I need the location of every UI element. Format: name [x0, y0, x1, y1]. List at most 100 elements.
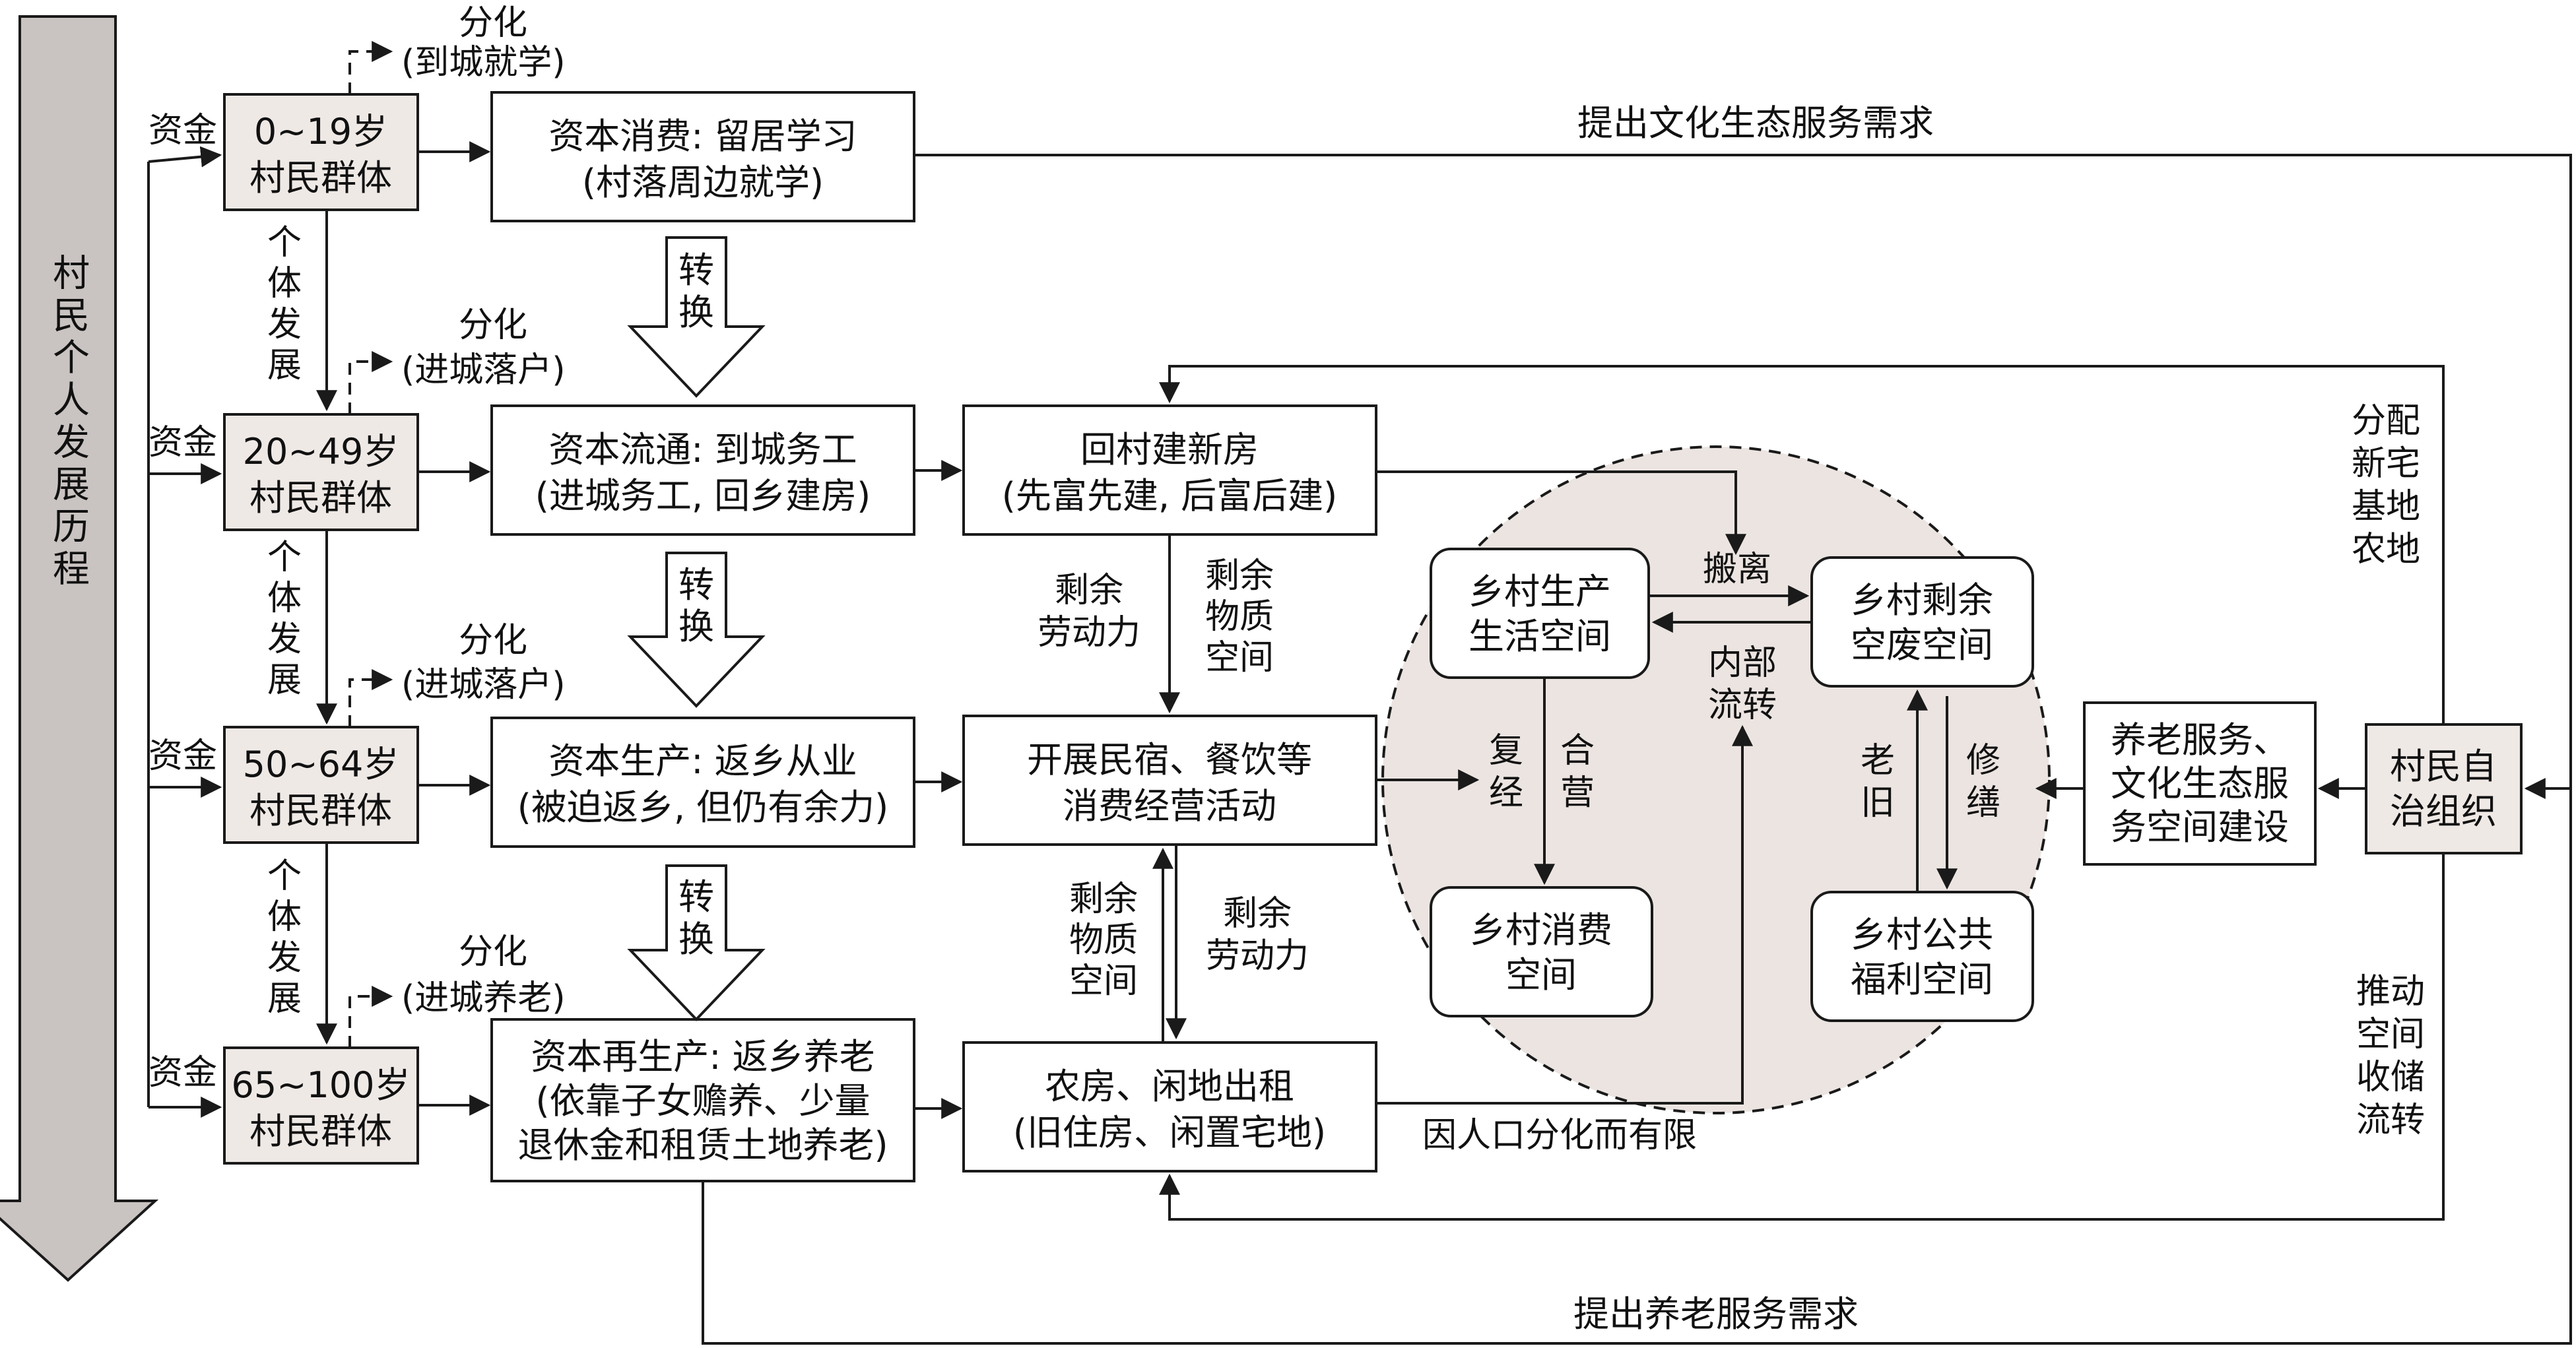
diff-2-detail: (进城落户) [401, 350, 566, 390]
village-org-line1: 村民自 [2390, 746, 2497, 787]
rent-detail: (旧住房、闲置宅地) [1013, 1112, 1326, 1153]
repair-1: 修 [1966, 741, 2000, 781]
capital-reproduction-detail-2: 退休金和租赁土地养老) [517, 1124, 888, 1166]
surplus-space-a-2: 物质 [1205, 597, 1274, 637]
age-group-0-19-range: 0~19岁 [254, 111, 387, 152]
capital-circulation-title: 资本流通: 到城务工 [548, 429, 857, 470]
convert-2a: 转 [678, 564, 714, 606]
public-space-line1: 乡村公共 [1851, 914, 1993, 955]
develop-2d: 展 [267, 660, 302, 700]
diff-4-detail: (进城养老) [401, 979, 566, 1018]
convert-1b: 换 [678, 292, 714, 333]
promote-4: 流转 [2356, 1101, 2425, 1140]
allocate-loop: 分配 新宅 基地 农地 [1159, 365, 2445, 724]
repair-2: 缮 [1966, 783, 2000, 823]
development-arrows: 个 体 发 展 个 体 发 展 个 体 发 展 [267, 210, 337, 1045]
surplus-space-b-2: 物质 [1069, 920, 1138, 960]
vacant-space-line1: 乡村剩余 [1851, 579, 1993, 621]
age-group-0-19-label: 村民群体 [249, 157, 392, 199]
new-house-box: 回村建新房 (先富先建, 后富后建) [962, 404, 1377, 536]
composite-a-2: 经 [1489, 773, 1523, 813]
service-line3: 务空间建设 [2111, 806, 2289, 848]
develop-1a: 个 [267, 223, 302, 263]
surplus-space-b-1: 剩余 [1069, 880, 1138, 919]
promote-loop: 推动 空间 收储 流转 [1159, 853, 2445, 1221]
business-detail: 消费经营活动 [1063, 785, 1276, 827]
funds-label-2: 资金 [149, 423, 217, 463]
surplus-space-a-1: 剩余 [1205, 556, 1274, 596]
group-to-capital-arrows [418, 141, 491, 1116]
develop-3b: 体 [267, 897, 302, 937]
develop-1c: 发 [267, 305, 302, 344]
promote-1: 推动 [2356, 972, 2425, 1011]
culture-demand-line: 提出文化生态服务需求 [914, 102, 2572, 799]
convert-1a: 转 [678, 249, 714, 291]
age-group-50-64-label: 村民群体 [249, 790, 392, 831]
capital-consumption-title: 资本消费: 留居学习 [548, 115, 857, 157]
village-org-line2: 治组织 [2390, 790, 2497, 832]
allocate-3: 基地 [2352, 487, 2420, 527]
consumption-space-box: 乡村消费 空间 [1430, 886, 1653, 1017]
promote-2: 空间 [2356, 1015, 2425, 1054]
public-space-box: 乡村公共 福利空间 [1810, 891, 2034, 1022]
age-group-50-64: 50~64岁 村民群体 [223, 726, 419, 844]
differentiation-branches: 分化 (到城就学) 分化 (进城落户) 分化 (进城落户) 分化 (进城养老) [348, 3, 566, 1048]
age-group-20-49: 20~49岁 村民群体 [223, 413, 419, 531]
elderly-demand-label: 提出养老服务需求 [1573, 1293, 1859, 1335]
rent-box: 农房、闲地出租 (旧住房、闲置宅地) [962, 1041, 1377, 1172]
production-space-box: 乡村生产 生活空间 [1430, 548, 1650, 679]
diff-4-title: 分化 [459, 932, 527, 972]
elderly-demand-line: 提出养老服务需求 [702, 788, 2572, 1345]
surplus-labor-b-1: 剩余 [1223, 894, 1292, 934]
funds-label-4: 资金 [149, 1053, 217, 1093]
capital-consumption-detail: (村落周边就学) [582, 162, 824, 203]
new-house-detail: (先富先建, 后富后建) [1002, 475, 1337, 517]
vacant-space-line2: 空废空间 [1851, 624, 1993, 666]
diff-3-title: 分化 [459, 621, 527, 660]
convert-2b: 换 [678, 606, 714, 647]
develop-3d: 展 [267, 979, 302, 1019]
capital-production-detail: (被迫返乡, 但仍有余力) [517, 786, 888, 828]
capital-reproduction-detail-1: (依靠子女赡养、少量 [535, 1080, 870, 1122]
culture-demand-label: 提出文化生态服务需求 [1577, 102, 1934, 144]
diff-2-title: 分化 [459, 305, 527, 345]
timeline-arrow: 村民个人发展历程 [0, 15, 159, 1282]
capital-consumption-box: 资本消费: 留居学习 (村落周边就学) [490, 91, 915, 222]
conversion-arrows: 转 换 转 换 转 换 [627, 236, 766, 1021]
diff-1-title: 分化 [459, 3, 527, 43]
convert-3a: 转 [678, 876, 714, 918]
promote-3: 收储 [2356, 1058, 2425, 1097]
composite-b-1: 合 [1560, 731, 1595, 771]
middle-vertical-arrows: 剩余 劳动力 剩余 物质 空间 剩余 物质 空间 剩余 劳动力 [1038, 534, 1309, 1043]
age-group-0-19: 0~19岁 村民群体 [223, 93, 419, 211]
develop-3c: 发 [267, 938, 302, 978]
timeline-label: 村民个人发展历程 [47, 253, 90, 591]
service-construction-box: 养老服务、 文化生态服 务空间建设 [2083, 701, 2317, 866]
surplus-space-b-3: 空间 [1069, 961, 1138, 1001]
internal-flow-1: 内部 [1708, 643, 1777, 683]
capital-to-middle-arrows [914, 460, 963, 1119]
diff-3-detail: (进城落户) [401, 665, 566, 705]
composite-a-1: 复 [1489, 731, 1523, 771]
funds-label-1: 资金 [149, 111, 217, 150]
aging-1: 老 [1861, 741, 1895, 781]
develop-2a: 个 [267, 538, 302, 577]
surplus-labor-a-1: 剩余 [1055, 571, 1123, 610]
village-org-box: 村民自 治组织 [2365, 723, 2523, 854]
service-line2: 文化生态服 [2111, 763, 2289, 804]
circle-internal-arrows: 搬离 内部 流转 复 经 合 营 老 旧 修 缮 [1489, 550, 2000, 892]
capital-production-box: 资本生产: 返乡从业 (被迫返乡, 但仍有余力) [490, 717, 915, 848]
public-space-line2: 福利空间 [1851, 959, 1993, 1000]
surplus-space-a-3: 空间 [1205, 638, 1274, 678]
limited-label: 因人口分化而有限 [1422, 1116, 1697, 1155]
production-space-line1: 乡村生产 [1469, 571, 1611, 612]
age-group-65-100: 65~100岁 村民群体 [223, 1046, 419, 1165]
develop-1d: 展 [267, 346, 302, 385]
develop-3a: 个 [267, 856, 302, 896]
age-group-65-100-label: 村民群体 [249, 1110, 392, 1152]
capital-reproduction-box: 资本再生产: 返乡养老 (依靠子女赡养、少量 退休金和租赁土地养老) [490, 1018, 915, 1182]
capital-circulation-detail: (进城务工, 回乡建房) [535, 475, 871, 517]
age-group-20-49-label: 村民群体 [249, 477, 392, 519]
capital-reproduction-title: 资本再生产: 返乡养老 [531, 1036, 875, 1077]
develop-2c: 发 [267, 620, 302, 659]
